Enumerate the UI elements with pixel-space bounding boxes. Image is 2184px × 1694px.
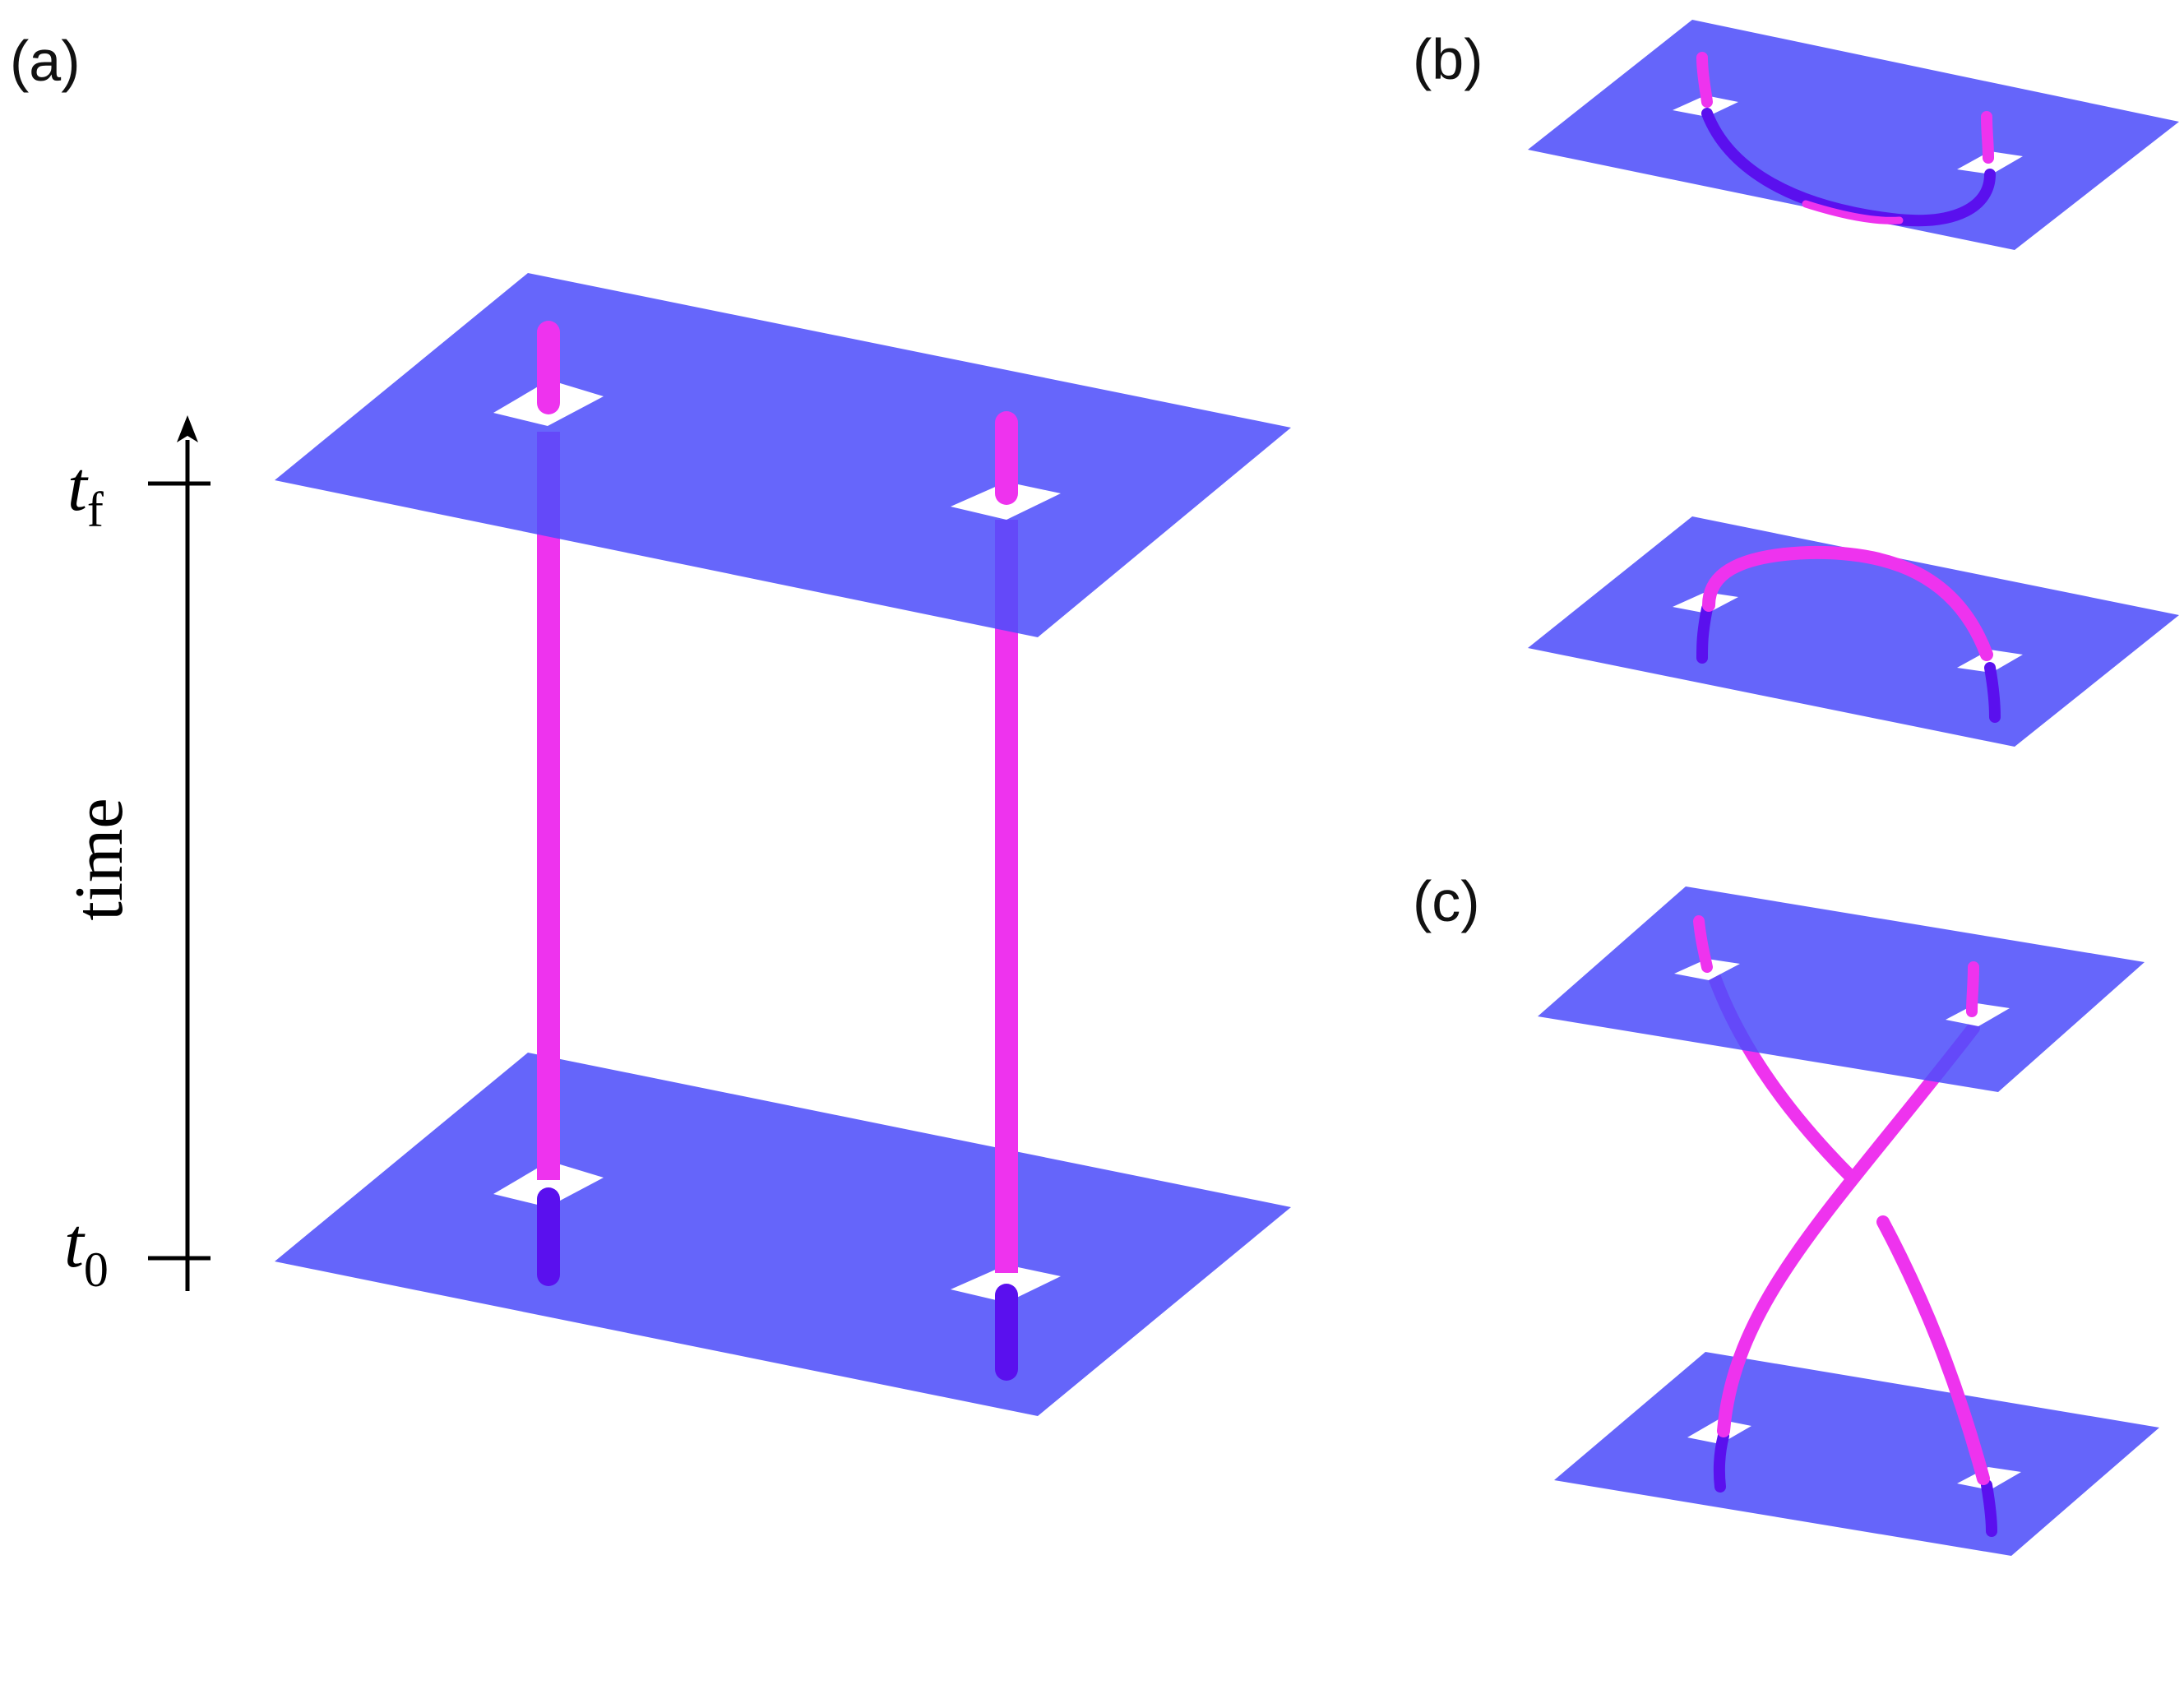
panel-b-label: (b) — [1413, 27, 1483, 91]
worldline-b-lower-right-stub — [1984, 662, 2001, 723]
t-initial-label: t0 — [64, 1203, 109, 1297]
worldline-b-upper-left-stub — [1696, 52, 1713, 108]
plane-tf — [275, 273, 1291, 637]
panel-a: (a) time tf t0 — [10, 29, 1291, 1416]
worldline-c-upper-left-stub — [1693, 915, 1713, 973]
plane-b-upper — [1528, 20, 2179, 250]
t-final-label: tf — [67, 447, 104, 537]
plane-c-lower — [1554, 1352, 2159, 1556]
plane-t0 — [275, 1053, 1291, 1416]
panel-b: (b) — [1413, 20, 2179, 747]
hole-b-lower-right — [1957, 650, 2023, 673]
plane-b-lower — [1528, 516, 2179, 747]
time-axis-arrowhead — [177, 415, 198, 442]
worldline-c-upper-right-stub — [1966, 961, 1979, 1017]
worldline-b-upper-right-stub — [1981, 111, 1994, 164]
worldline-c-lower-left-stub — [1713, 1430, 1729, 1493]
worldline-c-over-strand — [1717, 1021, 1980, 1437]
worldline-b-cup — [1702, 545, 1993, 661]
plane-c-upper — [1538, 886, 2145, 1092]
hole-c-upper-right — [1946, 1003, 2010, 1026]
hole-left-t0 — [493, 1161, 604, 1207]
panel-c: (c) — [1413, 869, 2159, 1556]
worldline-c-under-strand-lower — [1876, 1215, 1990, 1485]
panel-a-label: (a) — [10, 29, 81, 93]
panel-c-label: (c) — [1413, 869, 1480, 933]
hole-right-t0 — [951, 1265, 1061, 1303]
worldline-c-lower-right-stub — [1981, 1479, 1997, 1537]
worldline-b-cap-edge — [1802, 200, 1904, 224]
time-axis: time tf t0 — [61, 415, 211, 1297]
time-axis-label: time — [61, 798, 137, 920]
worldline-b-lower-left-stub — [1696, 603, 1713, 664]
